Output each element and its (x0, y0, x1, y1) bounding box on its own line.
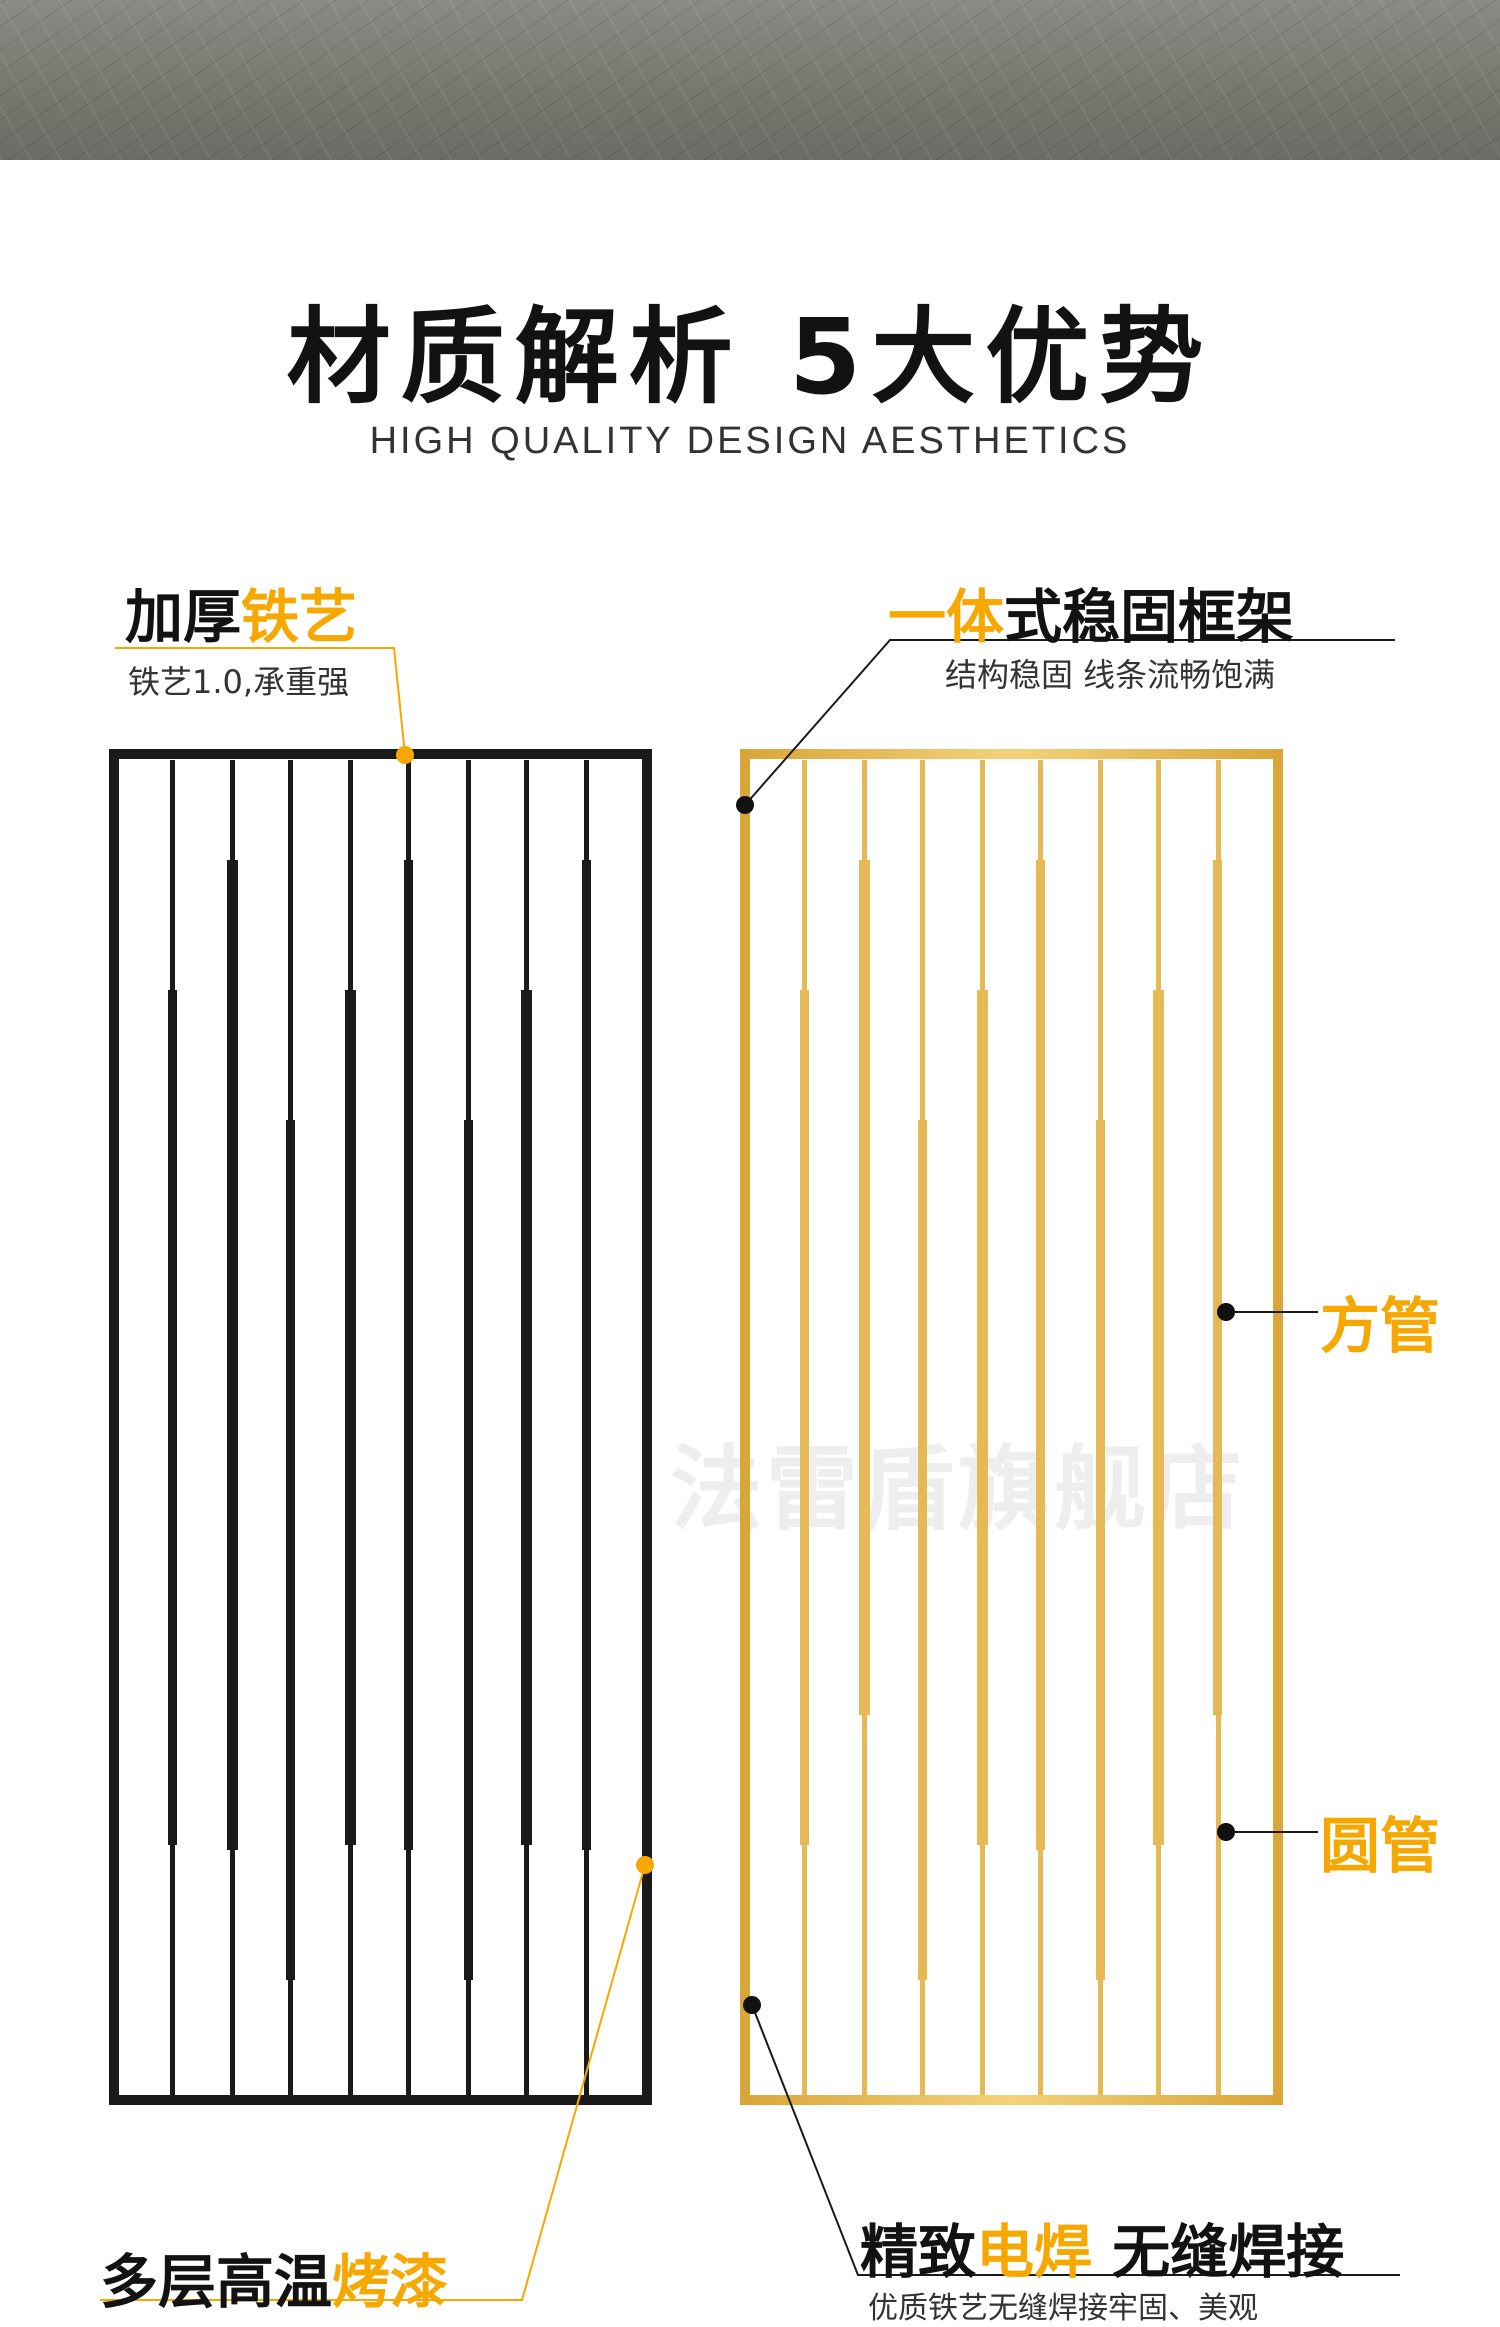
callout-frame (736, 639, 1395, 814)
feature-frame-label-b: 式稳固框架 (1004, 583, 1295, 651)
callout-paint (100, 1856, 654, 2301)
top-texture-banner (0, 0, 1500, 160)
feature-weld-label-c: 无缝焊接 (1092, 2218, 1345, 2286)
dot-marker-icon (1217, 1823, 1235, 1841)
feature-round-tube-label: 圆管 (1320, 1812, 1440, 1882)
feature-thick-iron-label: 加厚铁艺 (125, 570, 357, 654)
feature-paint-label: 多层高温烤漆 (100, 2235, 448, 2319)
dot-marker-icon (636, 1856, 654, 1874)
callout-weld (743, 1996, 1400, 2276)
feature-weld-label-b: 电焊 (976, 2218, 1093, 2286)
callout-round-tube (1217, 1823, 1318, 1841)
store-watermark: 法雷盾旗舰店 (670, 1436, 1247, 1543)
feature-thick-iron-sub: 铁艺1.0,承重强 (128, 663, 350, 701)
gold-iron-panel (740, 749, 1283, 2105)
feature-weld-label-a: 精致 (860, 2218, 977, 2286)
feature-frame-sub: 结构稳固 线条流畅饱满 (945, 656, 1276, 694)
feature-frame-label-a: 一体 (888, 583, 1005, 651)
page-title: 材质解析 5大优势 (286, 296, 1214, 418)
black-iron-panel (109, 749, 652, 2105)
feature-thick-iron-label-a: 加厚 (125, 583, 242, 651)
dot-marker-icon (396, 746, 414, 764)
feature-paint-label-a: 多层高温 (100, 2248, 333, 2316)
feature-weld-sub: 优质铁艺无缝焊接牢固、美观 (868, 2291, 1258, 2326)
feature-thick-iron-label-b: 铁艺 (241, 583, 358, 651)
feature-weld-label: 精致电焊 无缝焊接 (860, 2205, 1344, 2289)
callout-square-tube (1217, 1303, 1318, 1321)
page-subtitle: HIGH QUALITY DESIGN AESTHETICS (369, 420, 1131, 462)
dot-marker-icon (1217, 1303, 1235, 1321)
feature-square-tube-label: 方管 (1320, 1292, 1440, 1362)
dot-marker-icon (743, 1996, 761, 2014)
feature-frame-label: 一体式稳固框架 (888, 570, 1294, 654)
dot-marker-icon (736, 796, 754, 814)
callout-thick-iron (115, 647, 414, 764)
feature-paint-label-b: 烤漆 (332, 2248, 449, 2316)
